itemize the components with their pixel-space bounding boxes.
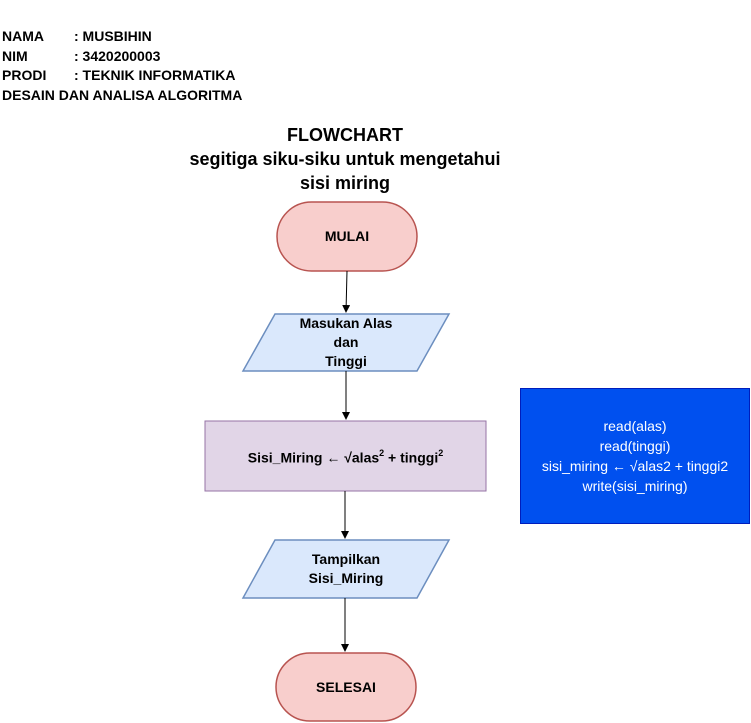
end-terminator — [275, 652, 417, 722]
diagram-title: FLOWCHART segitiga siku-siku untuk menge… — [145, 123, 545, 195]
end-label-box: SELESAI — [276, 653, 416, 721]
student-info: NAMA : MUSBIHIN NIM : 3420200003 PRODI :… — [2, 27, 242, 105]
input-label-box: Masukan Alas dan Tinggi — [275, 310, 417, 374]
input-label-line-3: Tinggi — [325, 352, 367, 369]
nim-key: NIM — [2, 47, 28, 64]
name-row: NAMA : MUSBIHIN — [2, 27, 242, 47]
start-label: MULAI — [324, 228, 370, 244]
title-line-1: FLOWCHART — [287, 125, 403, 145]
pseudocode-line-2: read(tinggi) — [599, 438, 671, 454]
process-exp-2: 2 — [438, 447, 444, 458]
process-prefix: Sisi_Miring ← √alas — [247, 449, 380, 466]
input-label-line-2: dan — [333, 333, 359, 350]
output-label-box: Tampilkan Sisi_Miring — [275, 540, 417, 598]
output-parallelogram — [241, 539, 451, 599]
end-label: SELESAI — [316, 678, 376, 695]
process-label-box: Sisi_Miring ← √alas2 + tinggi2 — [205, 421, 486, 491]
input-label-line-1: Masukan Alas — [299, 314, 393, 331]
process-formula: Sisi_Miring ← √alas2 + tinggi2 — [248, 445, 444, 468]
start-label-box: MULAI — [277, 202, 417, 271]
pseudocode-line-4: write(sisi_miring) — [582, 478, 688, 494]
title-line-2: segitiga siku-siku untuk mengetahui — [189, 149, 501, 169]
output-label-line-2: Sisi_Miring — [308, 570, 384, 586]
course-title: DESAIN DAN ANALISA ALGORITMA — [2, 86, 243, 103]
process-middle: + tinggi — [384, 449, 439, 466]
output-label-line-1: Tampilkan — [311, 551, 381, 567]
nim-row: NIM : 3420200003 — [2, 47, 242, 67]
process-exp-1: 2 — [379, 447, 385, 458]
pseudocode-box: read(alas) read(tinggi) sisi_miring ← √a… — [520, 388, 750, 524]
nim-value: : 3420200003 — [74, 47, 161, 64]
title-line-3: sisi miring — [299, 173, 391, 193]
prodi-row: PRODI : TEKNIK INFORMATIKA — [2, 66, 242, 86]
pseudocode-line-3: sisi_miring ← √alas2 + tinggi2 — [541, 458, 729, 474]
name-key: NAMA — [2, 28, 44, 44]
process-box — [204, 420, 487, 492]
prodi-key: PRODI — [2, 67, 47, 83]
connector-start-to-input — [342, 270, 351, 313]
name-value: : MUSBIHIN — [74, 28, 152, 44]
input-parallelogram — [241, 313, 451, 372]
prodi-value: : TEKNIK INFORMATIKA — [74, 67, 236, 83]
pseudocode-line-1: read(alas) — [603, 418, 667, 434]
